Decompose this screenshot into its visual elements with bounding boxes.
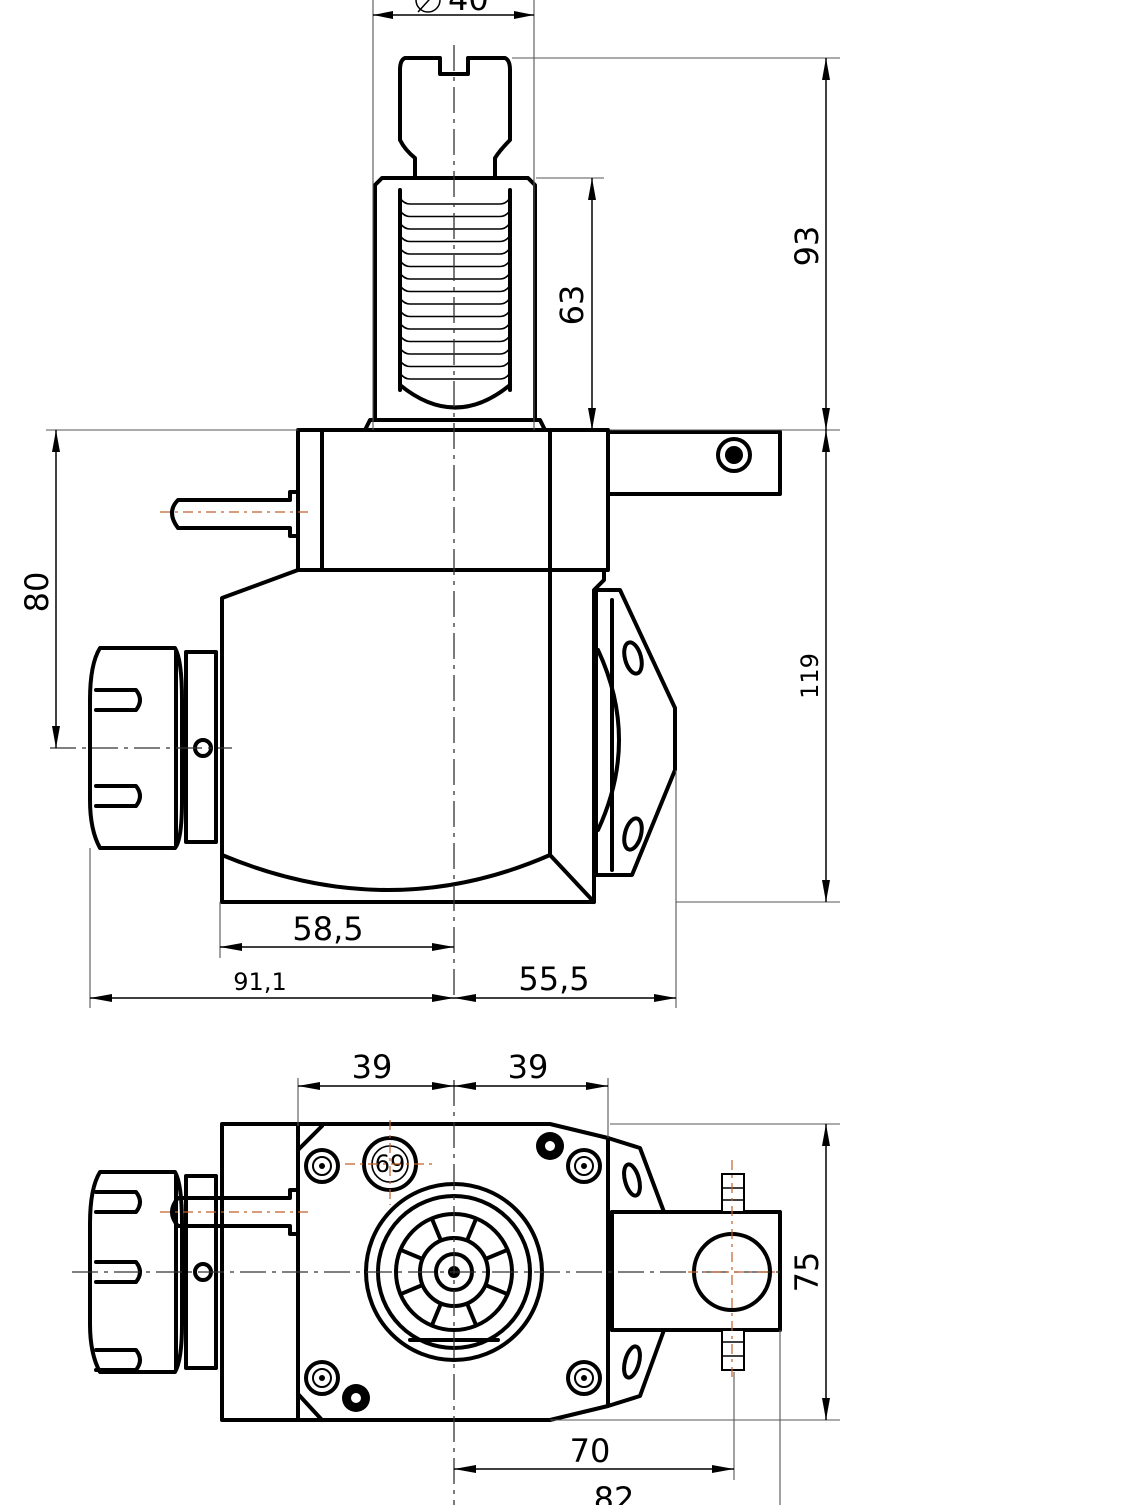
dim-width-70: 70 [570, 1432, 611, 1470]
thread-groove [399, 335, 511, 343]
shank-tip [398, 56, 512, 180]
flange-hole-top [622, 640, 644, 676]
top-view: 69 [72, 1080, 782, 1505]
side-pin [170, 490, 300, 538]
dim-height-93: 93 [788, 226, 826, 267]
thread-bottom [398, 383, 512, 410]
spindle-slot [465, 1303, 478, 1326]
thread-groove [399, 322, 511, 330]
right-flange [594, 588, 677, 877]
thread-groove [399, 360, 511, 368]
upper-housing [296, 428, 610, 572]
thread-groove [399, 347, 511, 355]
top-body-chamfer-top [296, 1124, 324, 1152]
dim-width-39-right: 39 [508, 1048, 549, 1086]
spindle-slot [465, 1218, 478, 1241]
collet-nut [88, 646, 184, 850]
lower-housing-curve [220, 853, 596, 904]
thread-groove [399, 210, 511, 218]
thread-groove [399, 272, 511, 280]
thread-groove [399, 297, 511, 305]
dim-width-55-5: 55,5 [518, 960, 589, 998]
spindle-slot [430, 1218, 443, 1241]
dim-height-80: 80 [18, 572, 56, 613]
top-flange-hole-1 [622, 1162, 642, 1198]
dim-width-82: 82 [594, 1480, 635, 1505]
spindle-slot [430, 1303, 443, 1326]
thread-groove [399, 285, 511, 293]
bracket-bolt-bottom [721, 1329, 745, 1371]
collet-slot-bottom [94, 784, 142, 808]
dim-width-91-1: 91,1 [233, 968, 286, 996]
dim-height-75: 75 [788, 1252, 826, 1293]
lower-housing [220, 568, 606, 904]
thread-groove [399, 310, 511, 318]
spindle-slots [400, 1218, 508, 1326]
dim-diameter-top: 40 [448, 0, 489, 18]
thread-groove [399, 260, 511, 268]
dim-height-63: 63 [553, 285, 591, 326]
top-collet-nut [88, 1170, 184, 1374]
screw-top-right [566, 1148, 602, 1184]
spindle-slot [400, 1283, 423, 1296]
dim-height-119: 119 [796, 653, 824, 699]
collet-neck [184, 650, 218, 844]
diameter-symbol [415, 0, 441, 13]
top-body-chamfer-bottom [296, 1392, 324, 1422]
thread-groove [399, 247, 511, 255]
side-view [50, 45, 782, 1000]
bracket-screw-inner [725, 446, 743, 464]
bracket-bolt-top [721, 1173, 745, 1213]
flange-hole-bottom [622, 816, 644, 852]
spindle-slot [485, 1283, 508, 1296]
screw-bottom-right [566, 1360, 602, 1396]
thread-groove [399, 222, 511, 230]
thread-grooves [399, 197, 511, 380]
screw-top-left [304, 1148, 340, 1184]
top-dimensions: 39 39 75 70 82 [297, 1048, 840, 1505]
collet-slot-top [94, 688, 142, 712]
spindle-slot [400, 1248, 423, 1261]
top-bracket [610, 1210, 782, 1332]
top-flange-hole-2 [622, 1344, 642, 1380]
side-dimensions: 40 93 63 80 119 58,5 [18, 0, 840, 1008]
right-flange-inner [596, 648, 621, 832]
screw-bottom-left [304, 1360, 340, 1396]
bracket-arm [606, 430, 782, 496]
thread-groove [399, 197, 511, 205]
thread-groove [399, 372, 511, 380]
dim-width-39-left: 39 [352, 1048, 393, 1086]
spindle-slot [485, 1248, 508, 1261]
dowel-bottom [342, 1384, 370, 1412]
thread-groove [399, 235, 511, 243]
dim-width-58-5: 58,5 [292, 910, 363, 948]
dowel-top [536, 1132, 564, 1160]
